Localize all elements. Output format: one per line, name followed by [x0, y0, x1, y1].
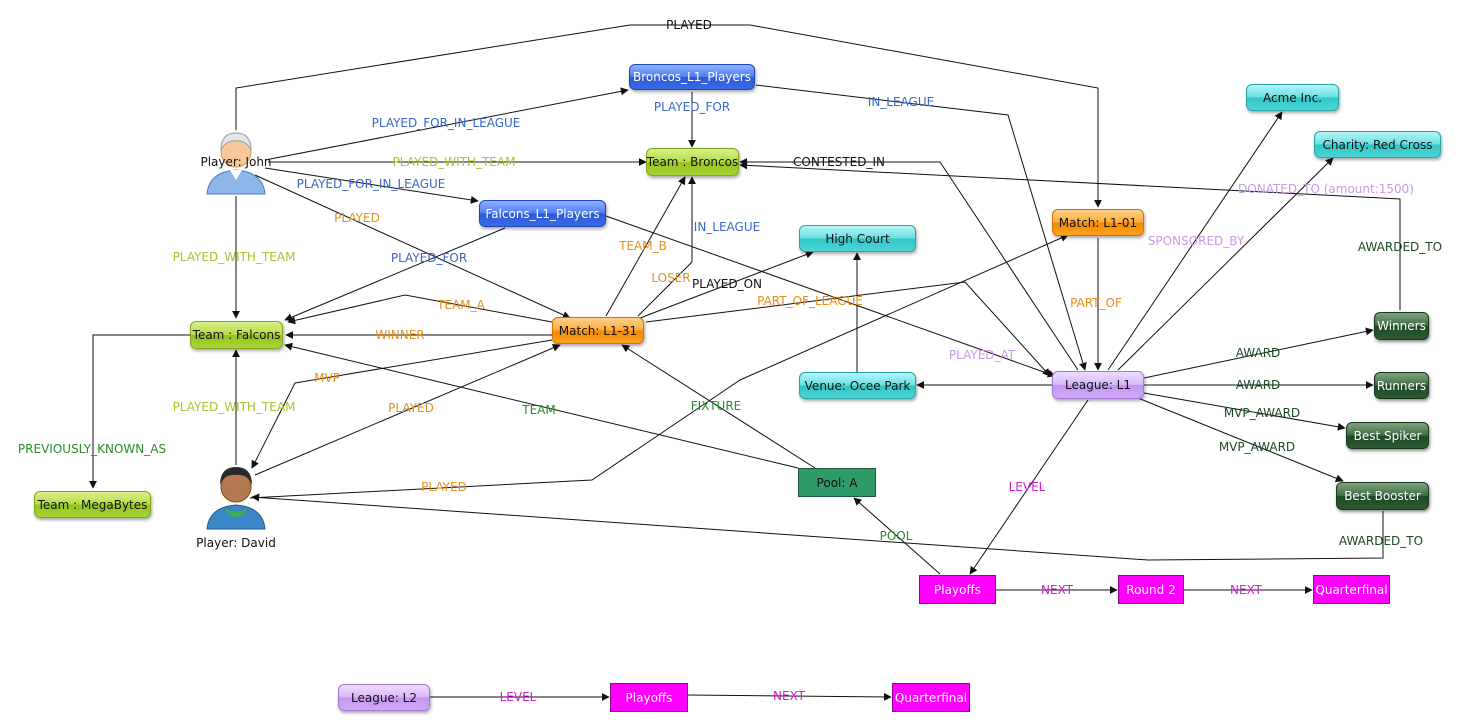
node-match-l1-01[interactable]: Match: L1-01	[1052, 209, 1144, 236]
person-white-hair-icon	[206, 132, 266, 195]
node-winners[interactable]: Winners	[1374, 312, 1429, 340]
edge-falcons-players-played-for-falcons	[284, 227, 506, 321]
edge-pool	[853, 497, 941, 575]
node-runners[interactable]: Runners	[1374, 372, 1429, 399]
node-team-falcons[interactable]: Team : Falcons	[190, 321, 283, 349]
edge-label-mvp-award: MVP_AWARD	[1223, 406, 1301, 420]
edge-awarded-to-david	[251, 493, 1384, 561]
node-best-spiker[interactable]: Best Spiker	[1346, 422, 1429, 449]
edge-label-next: NEXT	[1230, 583, 1262, 597]
edge-label-mvp-award: MVP_AWARD	[1218, 440, 1296, 454]
edge-label-played-top: PLAYED	[666, 18, 712, 32]
edge-john-played-for-in-league-broncos	[264, 87, 629, 161]
edge-donated-to-charity	[1117, 157, 1334, 371]
edge-label-played: PLAYED	[421, 480, 467, 494]
node-high-court[interactable]: High Court	[799, 225, 916, 252]
edge-label-played-for: PLAYED_FOR	[390, 251, 468, 265]
player-name-label: Player: David	[196, 536, 276, 550]
node-acme-inc[interactable]: Acme Inc.	[1246, 84, 1339, 111]
node-venue-ocee-park[interactable]: Venue: Ocee Park	[799, 372, 916, 399]
edge-next-3	[687, 692, 892, 701]
edge-label-donated-to: DONATED_TO (amount:1500)	[1238, 182, 1414, 196]
edge-label-played: PLAYED	[334, 211, 380, 225]
edge-fixture	[621, 344, 816, 469]
edge-label-played-with-team: PLAYED_WITH_TEAM	[392, 155, 516, 169]
node-team-megabytes[interactable]: Team : MegaBytes	[34, 491, 151, 518]
edge-label-part-of-league: PART_OF_LEAGUE	[757, 294, 863, 308]
edge-john-played-match-l1-01	[235, 24, 1102, 208]
node-falcons-l1-players[interactable]: Falcons_L1_Players	[479, 200, 606, 227]
edge-label-played-on: PLAYED_ON	[691, 277, 763, 291]
node-broncos-l1-players[interactable]: Broncos_L1_Players	[629, 64, 755, 90]
edge-label-mvp: MVP	[314, 371, 340, 385]
edge-label-played-for: PLAYED_FOR	[653, 100, 731, 114]
edge-team-a	[287, 294, 553, 325]
edge-label-played-at: PLAYED_AT	[948, 348, 1016, 362]
edge-label-played-for-in-league: PLAYED_FOR_IN_LEAGUE	[371, 116, 521, 130]
edge-team-b	[605, 176, 686, 317]
node-league-l2[interactable]: League: L2	[338, 684, 430, 711]
edge-label-award: AWARD	[1235, 346, 1281, 360]
edge-label-contested-in: CONTESTED_IN	[793, 155, 885, 169]
edge-label-team-a: TEAM_A	[437, 298, 485, 312]
edge-label-award: AWARD	[1235, 378, 1281, 392]
edge-label-loser: LOSER	[651, 271, 691, 285]
edge-part-of-league	[645, 281, 1051, 377]
node-pool-a[interactable]: Pool: A	[798, 468, 876, 497]
edge-mvp-award-spiker	[1143, 392, 1346, 431]
edge-label-level: LEVEL	[499, 690, 537, 704]
edge-label-winner: WINNER	[375, 328, 425, 342]
node-best-booster[interactable]: Best Booster	[1336, 482, 1429, 510]
node-playoffs-l2[interactable]: Playoffs	[610, 683, 688, 712]
edge-david-played-match-l1-31	[254, 344, 561, 476]
edge-label-in-league: IN_LEAGUE	[693, 220, 761, 234]
node-charity-red-cross[interactable]: Charity: Red Cross	[1314, 131, 1441, 158]
edge-label-sponsored-by: SPONSORED_BY	[1147, 234, 1245, 248]
edge-label-previously-known-as: PREVIOUSLY_KNOWN_AS	[17, 442, 167, 456]
node-quarterfinal-l2[interactable]: Quarterfinal	[892, 683, 970, 712]
edge-label-played-with-team: PLAYED_WITH_TEAM	[172, 400, 296, 414]
edge-label-in-league: IN_LEAGUE	[867, 95, 935, 109]
edge-john-played-match-l1-31	[254, 174, 571, 319]
node-league-l1[interactable]: League: L1	[1052, 371, 1144, 399]
node-quarterfinal-l1[interactable]: Quarterfinal	[1313, 575, 1390, 604]
edge-winners-awarded-to-broncos	[739, 161, 1401, 310]
edge-label-played-with-team: PLAYED_WITH_TEAM	[172, 250, 296, 264]
node-match-l1-31[interactable]: Match: L1-31	[552, 317, 644, 344]
player-name-label: Player: John	[200, 155, 272, 169]
node-player-john[interactable]: Player: John	[200, 128, 272, 198]
edge-pool-team	[284, 342, 799, 469]
node-playoffs-l1[interactable]: Playoffs	[919, 575, 996, 604]
edge-label-team-b: TEAM_B	[619, 239, 667, 253]
edge-john-played-for-in-league-falcons	[264, 167, 479, 204]
edge-label-level: LEVEL	[1008, 480, 1046, 494]
edge-label-awarded-to: AWARDED_TO	[1357, 240, 1443, 254]
edge-label-awarded-to: AWARDED_TO	[1338, 534, 1424, 548]
edge-label-next: NEXT	[773, 689, 805, 703]
person-dark-hair-icon	[206, 467, 266, 530]
node-round-2[interactable]: Round 2	[1118, 575, 1184, 604]
edge-david-played-match-l1-01	[249, 234, 1069, 499]
edge-label-fixture: FIXTURE	[690, 399, 742, 413]
edge-mvp-award-booster	[1137, 397, 1344, 483]
edge-played-on	[639, 250, 814, 319]
edge-level-l1	[969, 399, 1089, 575]
edge-label-next: NEXT	[1041, 583, 1073, 597]
edge-label-team: TEAM	[522, 403, 556, 417]
edge-contested-in	[739, 158, 1079, 371]
node-team-broncos[interactable]: Team : Broncos	[646, 148, 739, 176]
edge-label-part-of: PART_OF	[1070, 296, 1122, 310]
edge-label-pool: POOL	[879, 529, 913, 543]
node-player-david[interactable]: Player: David	[196, 463, 276, 550]
edge-label-played: PLAYED	[388, 401, 434, 415]
edge-broncos-players-in-league	[755, 84, 1087, 371]
edge-loser	[637, 176, 696, 317]
edge-previously-known-as	[89, 334, 190, 489]
edge-sponsored-by-acme	[1107, 111, 1283, 371]
edge-award-winners	[1143, 327, 1374, 379]
edge-falcons-players-in-league	[605, 215, 1056, 378]
edge-label-played-for-in-league: PLAYED_FOR_IN_LEAGUE	[296, 177, 446, 191]
edge-mvp	[251, 339, 553, 469]
